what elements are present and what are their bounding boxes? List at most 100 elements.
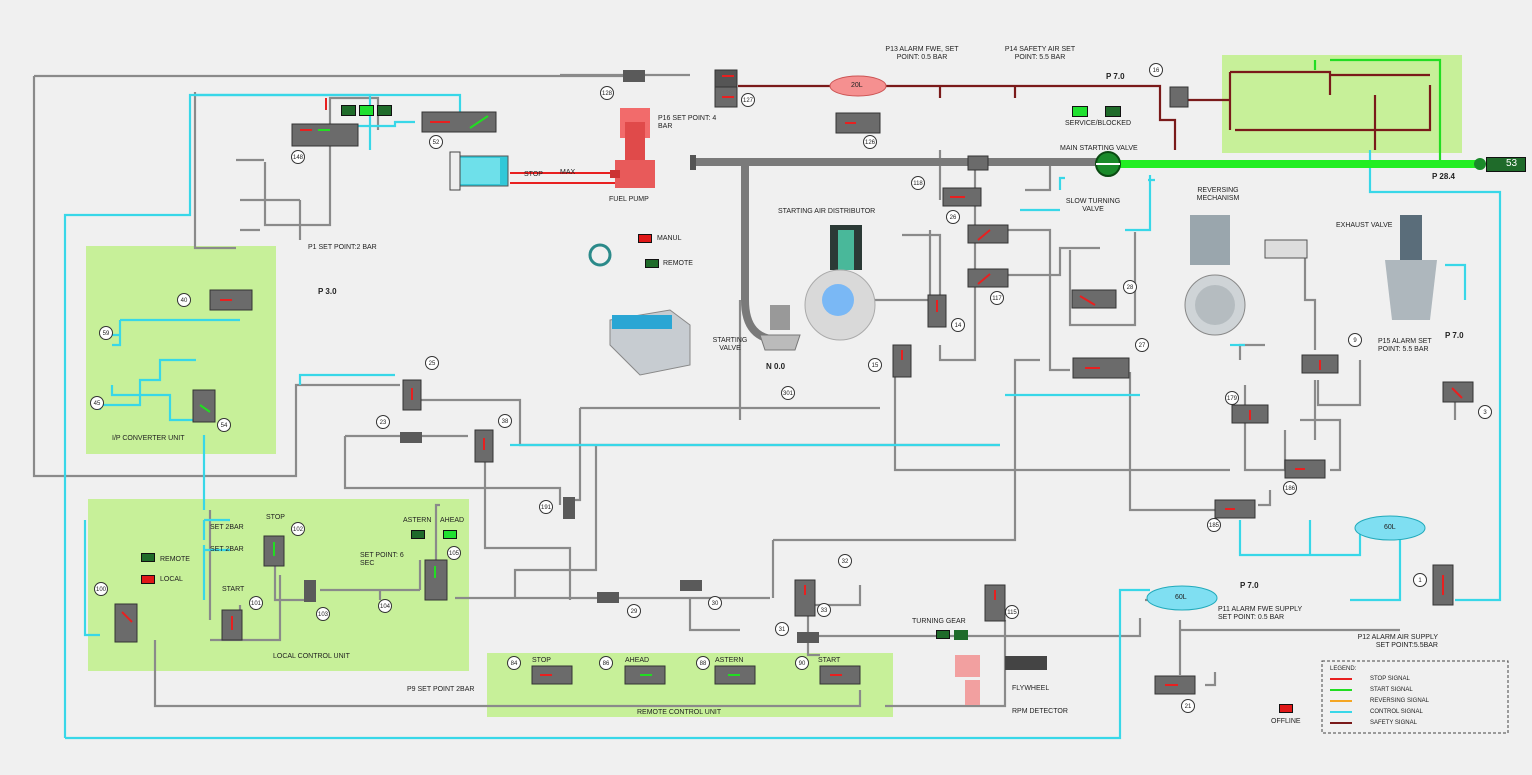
shuttle-valves xyxy=(304,70,819,643)
valve-arrows xyxy=(121,75,1463,686)
component-number: 90 xyxy=(795,656,809,670)
turning-gear-indicator-bg xyxy=(954,630,968,640)
flywheel-assembly xyxy=(955,655,1047,705)
p12-label: P12 ALARM AIR SUPPLY SET POINT:5.5BAR xyxy=(1357,634,1438,649)
component-number: 3 xyxy=(1478,405,1492,419)
remote-indicator-top xyxy=(645,259,659,268)
rcu-ahead-label: AHEAD xyxy=(625,657,650,664)
set2bar-b-label: SET 2BAR xyxy=(210,546,244,553)
p11-label: P11 ALARM FWE SUPPLY SET POINT: 0.5 BAR xyxy=(1218,606,1303,621)
rpm-detector-label: RPM DETECTOR xyxy=(1012,708,1068,715)
component-number: 21 xyxy=(1181,699,1195,713)
main-starting-valve-label: MAIN STARTING VALVE xyxy=(1060,145,1138,152)
component-number: 59 xyxy=(99,326,113,340)
p9-label: P9 SET POINT 2BAR xyxy=(407,686,475,693)
component-number: 31 xyxy=(775,622,789,636)
setpoint-6sec-label: SET POINT: 6 SEC xyxy=(360,552,404,567)
p7-top-label: P 7.0 xyxy=(1106,72,1125,81)
fuel-pump xyxy=(610,108,655,188)
component-number: 103 xyxy=(316,607,330,621)
turning-gear-indicator[interactable] xyxy=(936,630,950,639)
component-number: 186 xyxy=(1283,481,1297,495)
astern-indicator xyxy=(411,530,425,539)
component-number: 86 xyxy=(599,656,613,670)
max-label: MAX xyxy=(560,169,576,176)
component-number: 28 xyxy=(1123,280,1137,294)
cylinder xyxy=(449,151,509,191)
stop-label: STOP xyxy=(524,171,543,178)
component-number: 84 xyxy=(507,656,521,670)
legend-label: SAFETY SIGNAL xyxy=(1370,720,1417,726)
starting-valve-body xyxy=(759,305,801,351)
legend-swatch xyxy=(1330,700,1352,702)
p53-label: 53 xyxy=(1506,158,1518,169)
tank-60l-a xyxy=(1354,515,1426,541)
tank-60l-b xyxy=(1146,585,1218,611)
legend-swatch xyxy=(1330,711,1352,713)
component-number: 128 xyxy=(600,86,614,100)
component-number: 179 xyxy=(1225,391,1239,405)
n00-label: N 0.0 xyxy=(766,362,786,371)
remote-control-unit-label: REMOTE CONTROL UNIT xyxy=(637,709,722,716)
stop-local-label: STOP xyxy=(266,514,285,521)
slow-turning-valve-label: SLOW TURNING VALVE xyxy=(1065,198,1121,213)
start-local-label: START xyxy=(222,586,245,593)
set2bar-a-label: SET 2BAR xyxy=(210,524,244,531)
reversing-mechanism-label: REVERSING MECHANISM xyxy=(1196,187,1240,202)
component-number: 100 xyxy=(94,582,108,596)
component-number: 126 xyxy=(863,135,877,149)
offline-indicator[interactable] xyxy=(1279,704,1293,713)
component-number: 191 xyxy=(539,500,553,514)
component-number: 101 xyxy=(249,596,263,610)
p15-label: P15 ALARM SET POINT: 5.5 BAR xyxy=(1378,338,1432,353)
component-number: 118 xyxy=(911,176,925,190)
indicator-3 xyxy=(377,105,392,116)
component-number: 29 xyxy=(627,604,641,618)
remote-local-label: REMOTE xyxy=(160,556,190,563)
component-number: 23 xyxy=(376,415,390,429)
reversing-mechanism-body xyxy=(1184,215,1308,336)
tank-60l-b-label: 60L xyxy=(1175,594,1187,601)
legend-label: REVERSING SIGNAL xyxy=(1370,698,1430,704)
legend-swatch xyxy=(1330,722,1352,724)
component-number: 40 xyxy=(177,293,191,307)
indicator-2 xyxy=(359,105,374,116)
service-indicator[interactable] xyxy=(1072,106,1088,117)
service-blocked-label: SERVICE/BLOCKED xyxy=(1065,120,1132,127)
remote-local-indicator[interactable] xyxy=(141,553,155,562)
p7-right-label: P 7.0 xyxy=(1445,331,1464,340)
remote-top-label: REMOTE xyxy=(663,260,693,267)
local-indicator[interactable] xyxy=(141,575,155,584)
p3-label: P 3.0 xyxy=(318,287,337,296)
legend-label: CONTROL SIGNAL xyxy=(1370,709,1423,715)
component-number: 9 xyxy=(1348,333,1362,347)
astern-label: ASTERN xyxy=(403,517,432,524)
exhaust-valve-label: EXHAUST VALVE xyxy=(1336,222,1393,229)
header-end-53 xyxy=(1474,158,1486,170)
fuel-pump-label: FUEL PUMP xyxy=(609,196,649,203)
component-number: 33 xyxy=(817,603,831,617)
blocked-indicator[interactable] xyxy=(1105,106,1121,117)
header-end-cap xyxy=(690,155,696,170)
component-number: 27 xyxy=(1135,338,1149,352)
start-pipes xyxy=(1313,58,1442,160)
tank-60l-a-label: 60L xyxy=(1384,524,1396,531)
component-number: 301 xyxy=(781,386,795,400)
component-number: 148 xyxy=(291,150,305,164)
legend-title: LEGEND: xyxy=(1330,666,1357,672)
rcu-start-label: START xyxy=(818,657,841,664)
stop-pipes xyxy=(325,98,620,184)
grey-pipes xyxy=(32,73,1457,708)
turning-gear-label: TURNING GEAR xyxy=(912,618,966,625)
p53-badge xyxy=(1486,157,1526,172)
legend-label: STOP SIGNAL xyxy=(1370,676,1410,682)
component-number: 38 xyxy=(498,414,512,428)
component-number: 1 xyxy=(1413,573,1427,587)
component-number: 104 xyxy=(378,599,392,613)
legend-swatch xyxy=(1330,689,1352,691)
starting-air-distributor-label: STARTING AIR DISTRIBUTOR xyxy=(778,208,876,215)
ahead-label: AHEAD xyxy=(440,517,465,524)
component-number: 30 xyxy=(708,596,722,610)
component-number: 45 xyxy=(90,396,104,410)
component-number: 16 xyxy=(1149,63,1163,77)
